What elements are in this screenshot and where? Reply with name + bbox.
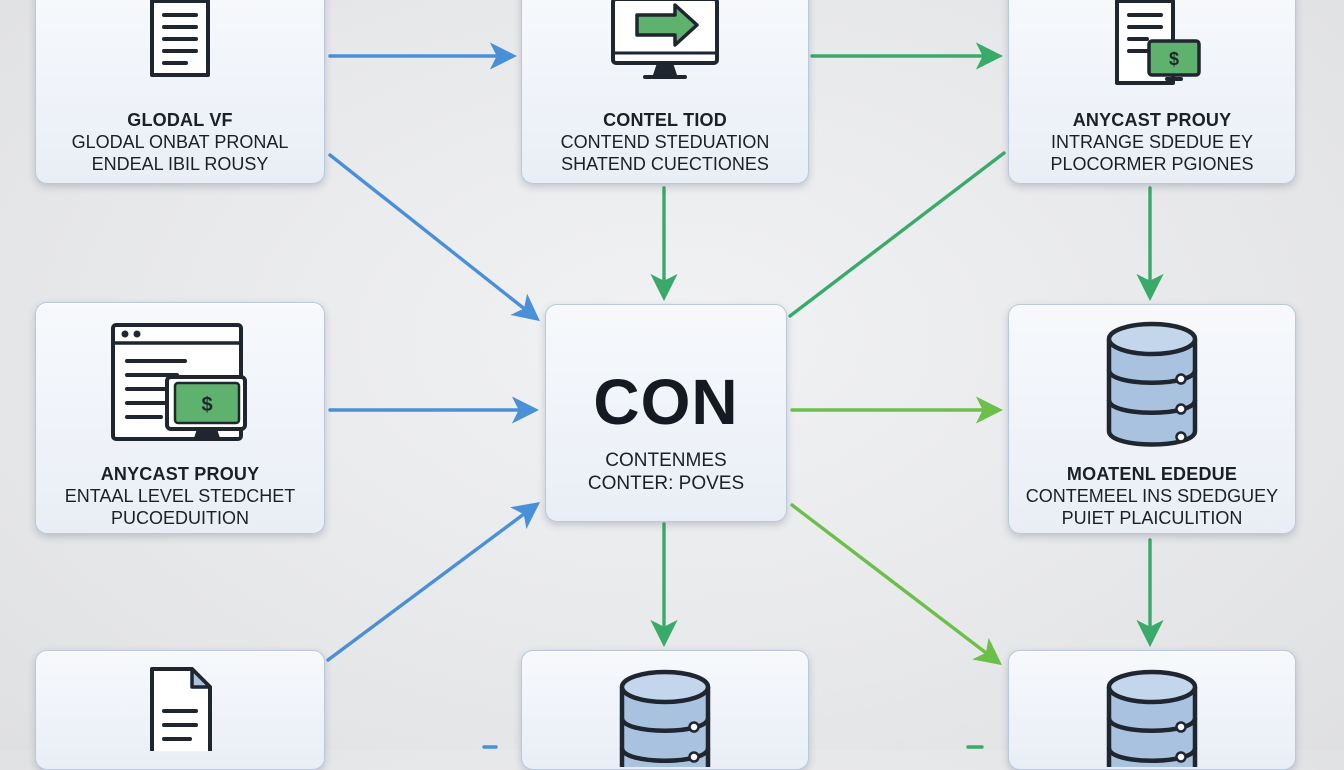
- node-subtitle-line: SHATEND CUECTIONES: [561, 154, 769, 174]
- node-top-center[interactable]: CONTEL TIOD CONTEND STEDUATION SHATEND C…: [521, 0, 809, 184]
- node-bottom-left[interactable]: [35, 650, 325, 770]
- diagram-canvas: GLODAL VF GLODAL ONBAT PRONAL ENDEAL IBI…: [35, 0, 1296, 770]
- node-subtitle-line: CONTEMEEL INS SDEDGUEY: [1025, 486, 1279, 506]
- node-subtitle-line: GLODAL ONBAT PRONAL: [71, 132, 289, 152]
- node-title: MOATENL EDEDUE: [1066, 464, 1238, 484]
- arrow-bottomleft-to-hub: [326, 501, 541, 662]
- node-top-left[interactable]: GLODAL VF GLODAL ONBAT PRONAL ENDEAL IBI…: [35, 0, 325, 184]
- monitor-arrow-icon: [605, 0, 725, 81]
- database-icon: [1097, 667, 1207, 767]
- svg-text:$: $: [1169, 49, 1179, 69]
- node-title: CONTEL TIOD: [603, 110, 727, 130]
- database-icon: [610, 667, 720, 767]
- hub-title: CON: [593, 366, 739, 438]
- node-hub[interactable]: CON CONTENMES CONTER: POVES: [545, 304, 787, 522]
- arrow-layer: [326, 42, 1164, 749]
- document-dollar-icon: $: [1097, 0, 1207, 89]
- node-top-right[interactable]: $ ANYCAST PROUY INTRANGE SDEDUE EY PLOCO…: [1008, 0, 1296, 184]
- svg-text:$: $: [201, 394, 212, 416]
- hub-subtitle-line: CONTER: POVES: [587, 473, 745, 494]
- node-title: ANYCAST PROUY: [100, 464, 260, 484]
- node-subtitle-line: PUCOEDUITION: [110, 508, 249, 528]
- node-mid-right[interactable]: MOATENL EDEDUE CONTEMEEL INS SDEDGUEY PU…: [1008, 304, 1296, 534]
- arrow-topleft-to-hub: [328, 153, 540, 322]
- database-icon: [1097, 319, 1207, 453]
- arrow-hub-to-bottomright: [790, 503, 1003, 666]
- browser-dollar-icon: $: [105, 321, 255, 449]
- document-icon: [130, 667, 230, 751]
- node-bottom-center[interactable]: [521, 650, 809, 770]
- node-title: ANYCAST PROUY: [1072, 110, 1232, 130]
- document-icon: [130, 0, 230, 79]
- node-mid-left[interactable]: $ ANYCAST PROUY ENTAAL LEVEL STEDCHET PU…: [35, 302, 325, 534]
- node-subtitle-line: INTRANGE SDEDUE EY: [1050, 132, 1254, 152]
- node-subtitle-line: PUIET PLAICULITION: [1061, 508, 1243, 528]
- node-subtitle-line: ENTAAL LEVEL STEDCHET: [64, 486, 296, 506]
- node-subtitle-line: CONTEND STEDUATION: [560, 132, 770, 152]
- node-subtitle-line: ENDEAL IBIL ROUSY: [91, 154, 269, 174]
- node-subtitle-line: PLOCORMER PGIONES: [1050, 154, 1254, 174]
- hub-subtitle-line: CONTENMES: [605, 450, 727, 471]
- arrow-topright-to-hub: [788, 151, 1006, 318]
- node-bottom-right[interactable]: [1008, 650, 1296, 770]
- node-title: GLODAL VF: [127, 110, 233, 130]
